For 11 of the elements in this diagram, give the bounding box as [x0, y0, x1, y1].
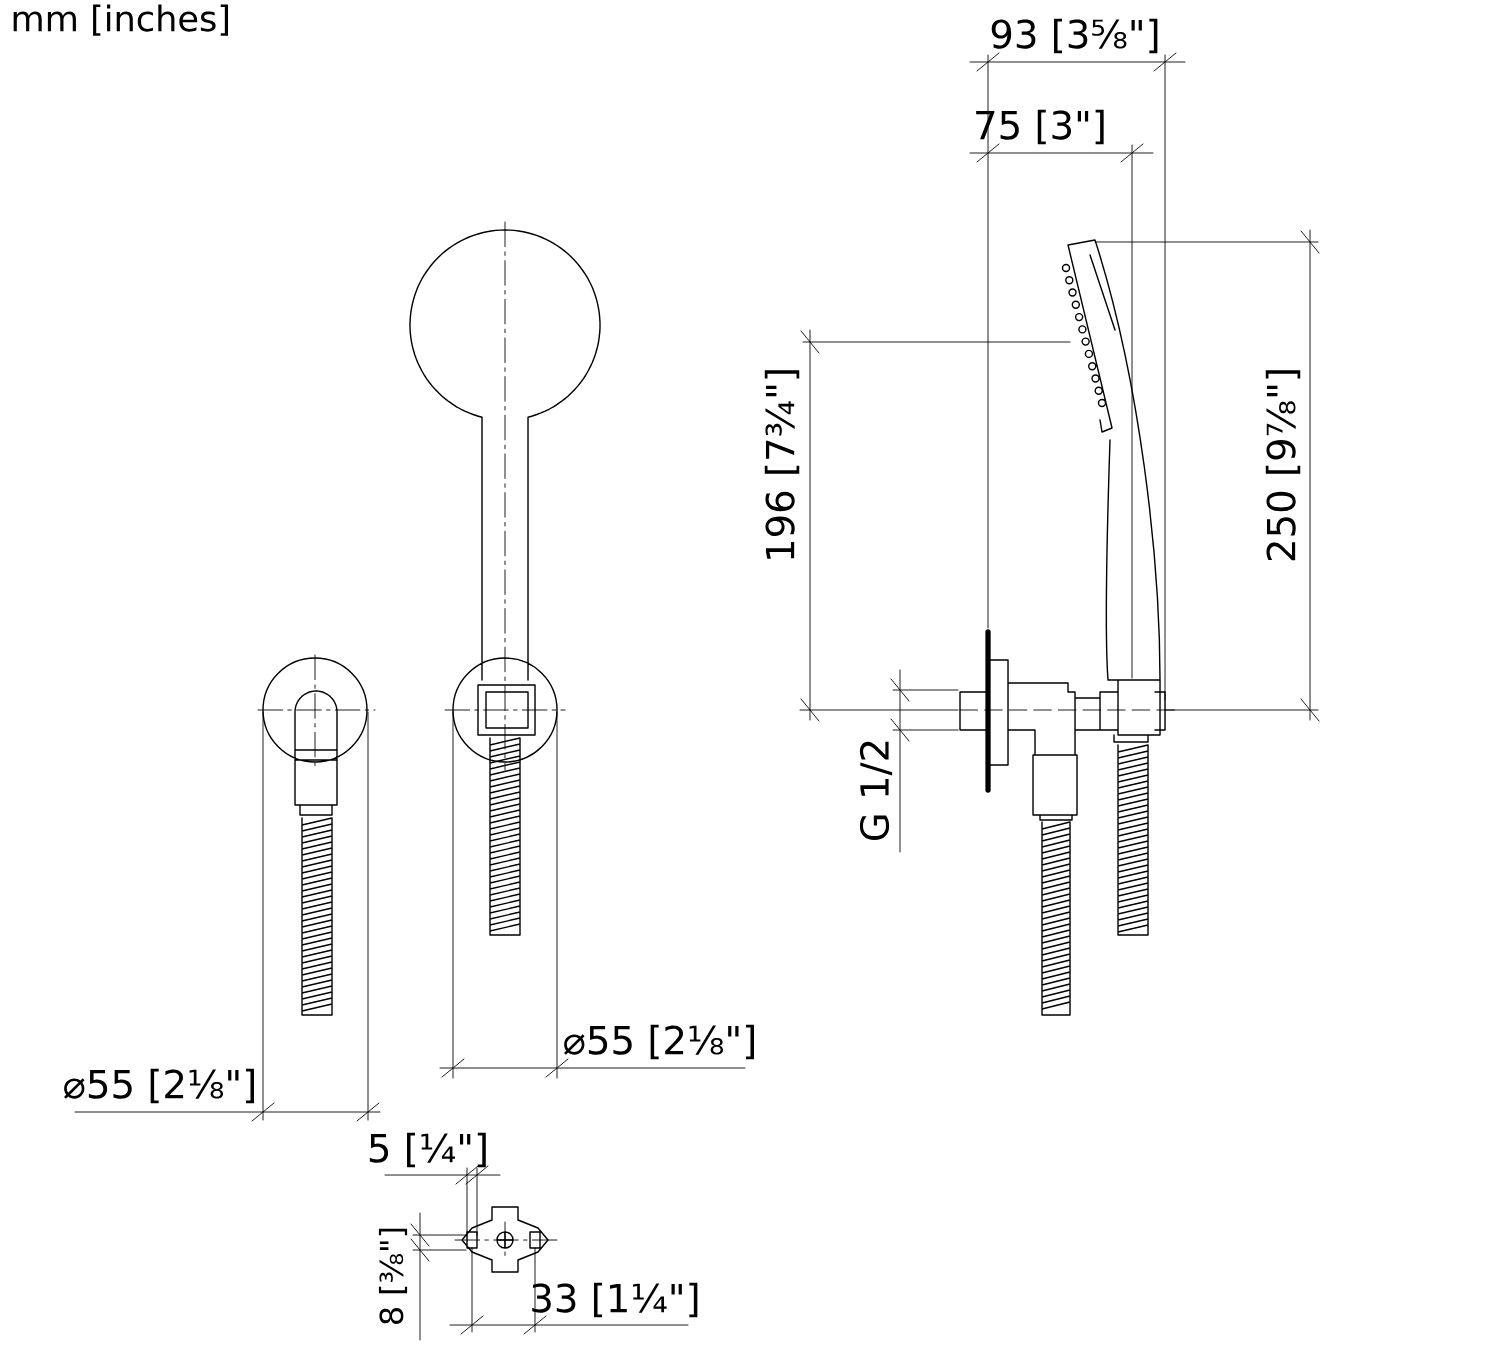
- dimension-label: 5 [¼"]: [369, 1132, 486, 1168]
- dimension-label: 250 [9⅞"]: [1265, 370, 1301, 561]
- dimension-label: G 1/2: [859, 741, 893, 841]
- dimension-label: ⌀55 [2⅛"]: [564, 1024, 754, 1060]
- unit-note: mm [inches]: [13, 4, 228, 36]
- dimension-label: 75 [3"]: [976, 109, 1104, 145]
- dimension-label: 8 [⅜"]: [378, 1228, 408, 1324]
- dimension-label: ⌀55 [2⅛"]: [64, 1068, 254, 1104]
- dimension-label: 196 [7¾"]: [764, 370, 800, 559]
- dimension-label: 33 [1¼"]: [532, 1282, 698, 1318]
- dimension-label: 93 [3⅝"]: [991, 18, 1158, 54]
